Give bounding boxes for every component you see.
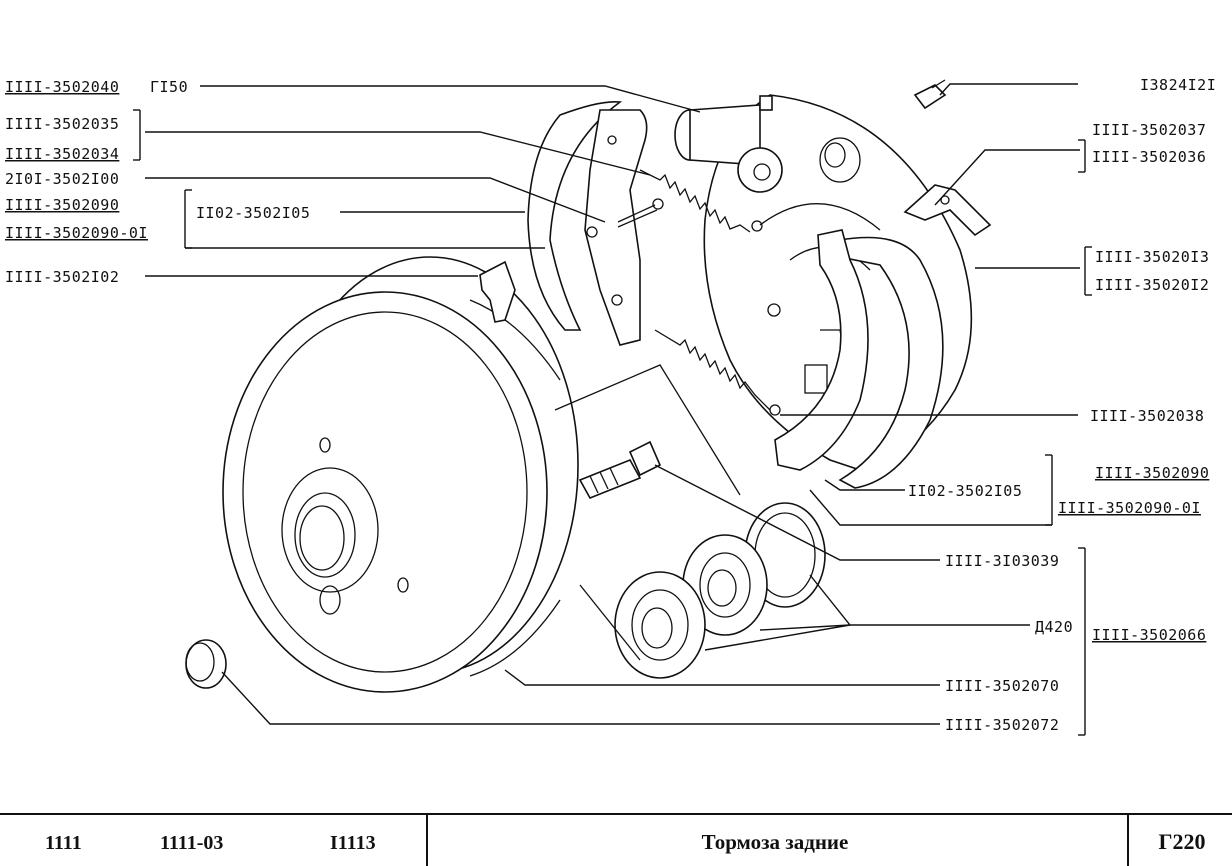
label-drum-assembly: IIII-3502066 [1092,626,1206,644]
footer-model-2: 1111-03 [160,832,223,854]
label-clip: IIII-3502I02 [5,268,119,286]
lower-spring [654,329,781,416]
label-bolt: IIII-3I03039 [945,552,1059,570]
label-shoe-left-2: IIII-3502090-0I [5,224,148,242]
label-bleed-screw: I3824I2I [1140,76,1216,94]
bleed-screw [913,79,947,110]
inner-bearing [614,571,706,679]
footer-title: Тормоза задние [702,830,849,854]
hub-cap [185,639,227,689]
footer-code: Г220 [1159,829,1206,854]
label-shoe-right-1: IIII-3502090 [1095,464,1209,482]
wheel-bolt [578,440,662,500]
leader-lines [133,83,1092,736]
label-lever-2: IIII-3502036 [1092,148,1206,166]
label-bearing: Д420 [1035,618,1073,636]
footer: 1111 1111-03 I1113 Тормоза задние Г220 [0,813,1232,866]
label-shoe-left-1: IIII-3502090 [5,196,119,214]
footer-model-1: 1111 [45,832,82,854]
upper-spring [639,169,763,233]
exploded-guide [554,364,741,496]
clip [479,260,516,323]
label-wheel-cylinder-alt: ГI50 [150,78,188,96]
spacer-bar [617,198,664,228]
label-upper-spring-1: IIII-3502035 [5,115,119,133]
label-shoe-right-2: IIII-3502090-0I [1058,499,1201,517]
label-cap: IIII-3502072 [945,716,1059,734]
label-lining-left: II02-3502I05 [196,204,310,222]
footer-model-3: I1113 [330,832,376,854]
label-backing-2: IIII-35020I2 [1095,276,1209,294]
label-wheel-cylinder: IIII-3502040 [5,78,119,96]
left-brake-shoe [527,100,648,346]
label-drum: IIII-3502070 [945,677,1059,695]
label-spacer-bar: 2I0I-3502I00 [5,170,119,188]
label-lower-spring: IIII-3502038 [1090,407,1204,425]
label-lining-right: II02-3502I05 [908,482,1022,500]
right-brake-shoe [774,229,944,489]
label-backing-1: IIII-35020I3 [1095,248,1209,266]
label-lever-1: IIII-3502037 [1092,121,1206,139]
brake-drum [222,256,579,693]
wheel-cylinder [674,95,783,193]
exploded-guide-2 [579,584,641,661]
label-upper-spring-2: IIII-3502034 [5,145,119,163]
adjuster-lever [903,184,992,237]
